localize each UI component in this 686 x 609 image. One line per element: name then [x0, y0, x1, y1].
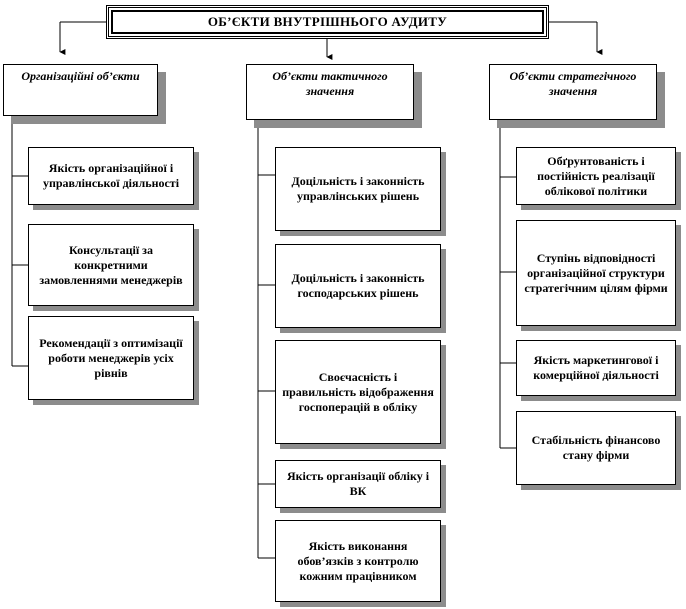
diagram-title: ОБ’ЄКТИ ВНУТРІШНЬОГО АУДИТУ [207, 14, 448, 29]
item-org-consulting: Консультації за конкретними замовленнями… [28, 224, 194, 306]
item-tact-business-decisions: Доцільність і законність господарських р… [275, 244, 441, 328]
item-tact-duties-control: Якість виконання обов’язків з контролю к… [275, 520, 441, 602]
item-strat-financial-stability: Стабільність фінансово стану фірми [516, 411, 676, 485]
item-org-recommendations: Рекомендації з оптимізації роботи менедж… [28, 316, 194, 400]
header-organizational: Організаційні об’єкти [3, 64, 158, 116]
header-strategic: Об’єкти стратегічного значення [489, 64, 657, 120]
header-tactical: Об’єкти тактичного значення [246, 64, 414, 120]
item-org-quality: Якість організаційної і управлінської ді… [28, 147, 194, 205]
item-tact-timeliness: Своєчасність і правильність відображення… [275, 340, 441, 444]
item-strat-accounting-policy: Обґрунтованість і постійність реалізації… [516, 147, 676, 205]
item-tact-accounting-organization: Якість організації обліку і ВК [275, 460, 441, 508]
item-tact-management-decisions: Доцільність і законність управлінських р… [275, 147, 441, 231]
title-box: ОБ’ЄКТИ ВНУТРІШНЬОГО АУДИТУ [106, 5, 549, 39]
item-strat-marketing-quality: Якість маркетингової і комерційної діяль… [516, 340, 676, 396]
item-strat-structure-compliance: Ступінь відповідності організаційної стр… [516, 220, 676, 326]
